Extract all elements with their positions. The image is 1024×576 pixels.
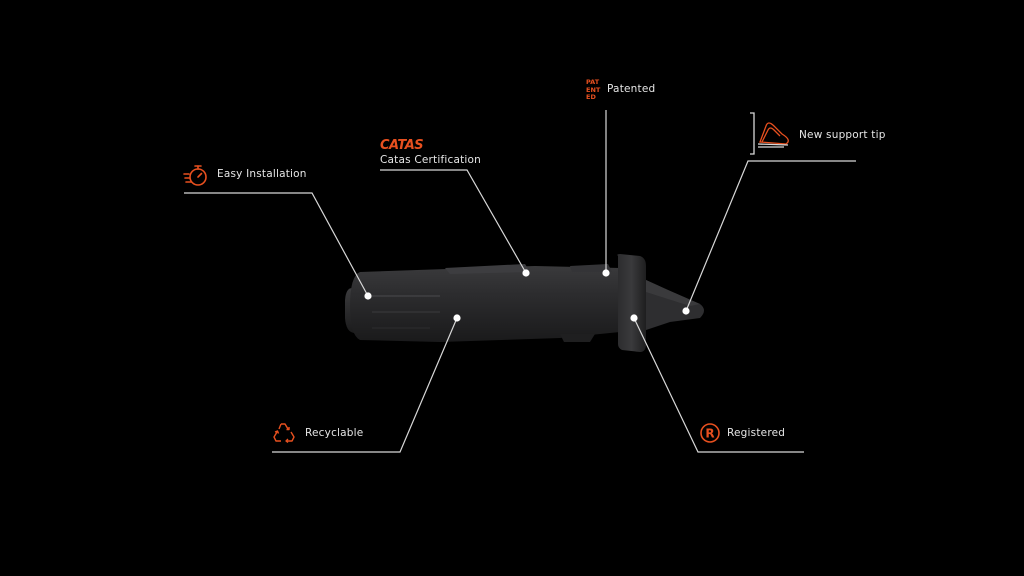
easy-installation-label: Easy Installation (217, 168, 307, 180)
leader-easy-installation (184, 192, 369, 297)
stopwatch-icon (183, 165, 207, 186)
dot-easy-installation (364, 292, 372, 300)
registered-label: Registered (727, 427, 786, 439)
patented-stamp: PAT ENT ED (586, 78, 601, 102)
dot-catas (522, 269, 530, 277)
leader-recyclable (272, 317, 458, 453)
registered-symbol: R (705, 427, 714, 441)
support-tip-label: New support tip (799, 129, 886, 141)
dot-registered (630, 314, 638, 322)
catas-logo: CATAS (380, 138, 424, 153)
leader-catas (380, 169, 527, 274)
leader-support-tip (685, 160, 856, 312)
leader-lines (184, 110, 856, 453)
patented-stamp-line-1: PAT (586, 78, 600, 86)
patented-stamp-line-3: ED (586, 93, 596, 101)
support-tip-icon (750, 112, 789, 155)
recycle-icon (273, 423, 295, 444)
product-body (345, 254, 704, 352)
dot-recyclable (453, 314, 461, 322)
catas-certification-label: Catas Certification (380, 154, 482, 166)
anchor-dots (364, 269, 690, 322)
patented-stamp-line-2: ENT (586, 85, 601, 94)
dot-patented (602, 269, 610, 277)
dot-support-tip (682, 307, 690, 315)
recyclable-label: Recyclable (305, 427, 364, 439)
registered-icon: R (700, 423, 720, 443)
leader-registered (633, 317, 804, 453)
patented-label: Patented (607, 83, 656, 95)
